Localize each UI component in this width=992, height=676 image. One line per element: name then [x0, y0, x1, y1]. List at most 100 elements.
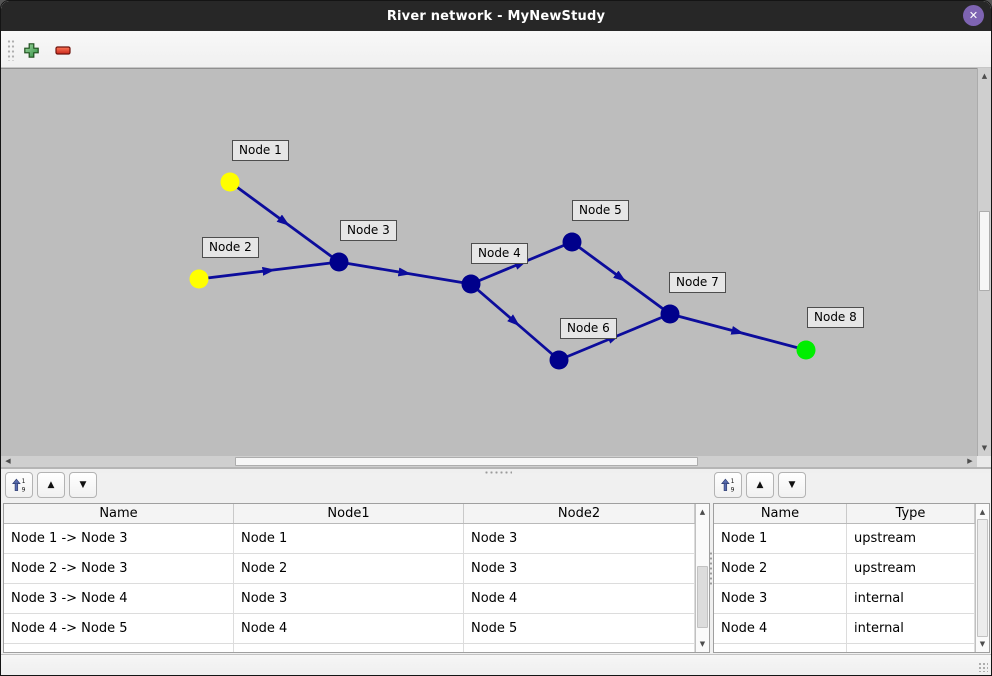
- table-cell[interactable]: Node 1: [714, 524, 847, 553]
- scrollbar-thumb[interactable]: [235, 457, 698, 466]
- scroll-up-arrow-icon[interactable]: ▲: [699, 507, 706, 516]
- table-cell[interactable]: Node 3: [464, 524, 695, 553]
- node-label[interactable]: Node 8: [807, 307, 864, 328]
- table-cell[interactable]: Node 3 -> Node 4: [4, 584, 234, 613]
- table-cell[interactable]: internal: [847, 614, 975, 643]
- canvas-horizontal-scrollbar[interactable]: ◀ ▶: [1, 456, 977, 467]
- move-branch-up-button[interactable]: ▲: [37, 472, 65, 498]
- table-cell[interactable]: Node 4: [464, 584, 695, 613]
- network-canvas[interactable]: Node 1 Node 2 Node 3 Node 4 Node 5 Node 6 Node…: [1, 68, 977, 456]
- scrollbar-thumb[interactable]: [977, 519, 988, 637]
- table-cell[interactable]: Node 3: [234, 584, 464, 613]
- table-cell[interactable]: Node 3: [464, 554, 695, 583]
- table-cell[interactable]: Node 4 -> Node 5: [4, 614, 234, 643]
- network-edge[interactable]: [338, 260, 472, 286]
- remove-node-button[interactable]: [50, 37, 76, 63]
- vertical-splitter[interactable]: [709, 551, 713, 587]
- table-cell[interactable]: Node 4: [234, 614, 464, 643]
- node-label[interactable]: Node 5: [572, 200, 629, 221]
- move-node-down-button[interactable]: ▼: [778, 472, 806, 498]
- close-button[interactable]: ✕: [963, 5, 984, 26]
- column-header[interactable]: Type: [847, 504, 975, 523]
- table-cell[interactable]: Node 2: [714, 554, 847, 583]
- sort-ascending-icon: 1 9: [12, 478, 26, 493]
- table-cell[interactable]: Node 1: [234, 524, 464, 553]
- network-node[interactable]: [562, 232, 582, 252]
- scrollbar-thumb[interactable]: [697, 566, 708, 628]
- table-cell[interactable]: Node 1 -> Node 3: [4, 524, 234, 553]
- add-node-button[interactable]: [18, 37, 44, 63]
- move-node-up-button[interactable]: ▲: [746, 472, 774, 498]
- scroll-down-arrow-icon[interactable]: ▼: [699, 639, 706, 648]
- node-label[interactable]: Node 2: [202, 237, 259, 258]
- scroll-left-arrow-icon[interactable]: ◀: [5, 457, 11, 465]
- node-label[interactable]: Node 1: [232, 140, 289, 161]
- table-cell[interactable]: upstream: [847, 554, 975, 583]
- table-row[interactable]: [4, 644, 695, 652]
- network-node[interactable]: [461, 274, 481, 294]
- scroll-down-arrow-icon[interactable]: ▼: [979, 639, 986, 648]
- network-node[interactable]: [660, 304, 680, 324]
- sort-nodes-button[interactable]: 1 9: [714, 472, 742, 498]
- table-cell[interactable]: Node 2 -> Node 3: [4, 554, 234, 583]
- table-cell[interactable]: [234, 644, 464, 652]
- column-header[interactable]: Node1: [234, 504, 464, 523]
- column-header[interactable]: Node2: [464, 504, 695, 523]
- table-cell[interactable]: Node 4: [714, 614, 847, 643]
- table-cell[interactable]: Node 3: [714, 584, 847, 613]
- table-cell[interactable]: upstream: [847, 524, 975, 553]
- network-edge[interactable]: [470, 282, 560, 362]
- node-label[interactable]: Node 4: [471, 243, 528, 264]
- node-label[interactable]: Node 7: [669, 272, 726, 293]
- network-edge[interactable]: [571, 240, 671, 316]
- column-header[interactable]: Name: [4, 504, 234, 523]
- table-cell[interactable]: Node 2: [234, 554, 464, 583]
- table-cell[interactable]: Node 5: [464, 614, 695, 643]
- scroll-up-arrow-icon[interactable]: ▲: [979, 507, 986, 516]
- move-branch-down-button[interactable]: ▼: [69, 472, 97, 498]
- column-header[interactable]: Name: [714, 504, 847, 523]
- minus-icon: [55, 45, 71, 55]
- network-edge[interactable]: [198, 260, 340, 281]
- network-node[interactable]: [220, 172, 240, 192]
- resize-grip[interactable]: [978, 662, 988, 672]
- node-label[interactable]: Node 3: [340, 220, 397, 241]
- scrollbar-thumb[interactable]: [979, 211, 990, 291]
- network-node[interactable]: [549, 350, 569, 370]
- splitter-handle-icon: [484, 471, 512, 474]
- scroll-right-arrow-icon[interactable]: ▶: [967, 457, 973, 465]
- branches-table-scrollbar[interactable]: ▲ ▼: [695, 504, 709, 652]
- scroll-up-arrow-icon[interactable]: ▲: [981, 71, 988, 80]
- table-row[interactable]: [714, 644, 975, 652]
- node-label[interactable]: Node 6: [560, 318, 617, 339]
- horizontal-splitter[interactable]: [1, 467, 991, 474]
- network-edge[interactable]: [669, 312, 807, 352]
- network-node[interactable]: [189, 269, 209, 289]
- canvas-vertical-scrollbar[interactable]: ▲ ▼: [977, 68, 991, 456]
- network-edge[interactable]: [229, 180, 340, 264]
- table-cell[interactable]: [4, 644, 234, 652]
- window-title: River network - MyNewStudy: [386, 8, 606, 24]
- network-node[interactable]: [329, 252, 349, 272]
- table-cell[interactable]: [847, 644, 975, 652]
- sort-branches-button[interactable]: 1 9: [5, 472, 33, 498]
- table-cell[interactable]: [464, 644, 695, 652]
- toolbar-drag-handle[interactable]: [7, 39, 15, 61]
- scroll-down-arrow-icon[interactable]: ▼: [981, 443, 988, 452]
- close-icon: ✕: [968, 9, 979, 22]
- table-cell[interactable]: [714, 644, 847, 652]
- nodes-table-scrollbar[interactable]: ▲ ▼: [975, 504, 989, 652]
- title-bar[interactable]: River network - MyNewStudy ✕: [1, 1, 991, 31]
- table-cell[interactable]: internal: [847, 584, 975, 613]
- network-node[interactable]: [796, 340, 816, 360]
